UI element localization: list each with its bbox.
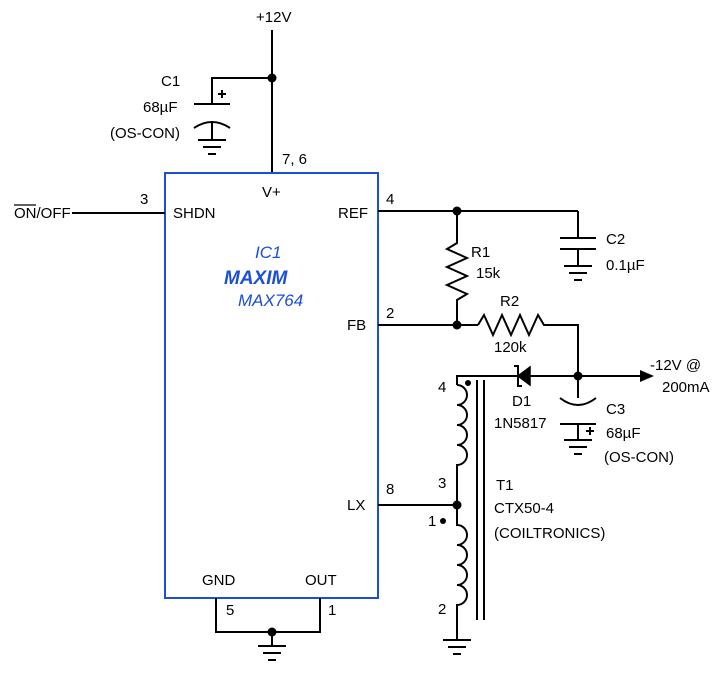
c1-type: (OS-CON) <box>110 125 180 142</box>
diode-d1 <box>514 365 640 387</box>
pin-lx-label: LX <box>347 497 365 514</box>
output-arrow <box>640 370 654 382</box>
c3-type: (OS-CON) <box>604 449 674 466</box>
c3-value: 68µF <box>606 425 641 442</box>
capacitor-c2 <box>560 211 596 281</box>
ground-symbol <box>258 632 286 661</box>
c2-value: 0.1µF <box>606 257 645 274</box>
pin-gnd-number: 5 <box>226 602 234 619</box>
r1-value: 15k <box>476 265 501 282</box>
r2-name: R2 <box>500 293 519 310</box>
capacitor-c1 <box>193 77 272 155</box>
d1-name: D1 <box>512 393 531 410</box>
t1-pin4: 4 <box>438 379 446 396</box>
ic1-body <box>164 172 379 599</box>
pin-vplus-label: V+ <box>262 184 281 201</box>
c1-name: C1 <box>161 73 180 90</box>
ic1-ref: IC1 <box>255 243 281 262</box>
t1-pin3: 3 <box>438 475 446 492</box>
pin-gnd-label: GND <box>202 572 236 589</box>
t1-pin1: 1 <box>428 513 436 530</box>
r1-name: R1 <box>471 244 490 261</box>
supply-label: +12V <box>256 9 291 26</box>
output-voltage: -12V @ <box>650 357 701 374</box>
maxim-logo: MAXIM <box>224 268 289 289</box>
resistor-r1 <box>444 211 470 325</box>
pin-shdn-number: 3 <box>140 191 148 208</box>
c1-value: 68µF <box>143 99 178 116</box>
pin-lx-number: 8 <box>386 481 394 498</box>
t1-pin2: 2 <box>438 601 446 618</box>
t1-name: T1 <box>496 477 514 494</box>
r2-value: 120k <box>494 339 527 356</box>
resistor-r2 <box>477 312 579 376</box>
c3-name: C3 <box>606 401 625 418</box>
t1-maker: (COILTRONICS) <box>494 525 605 542</box>
fb-junction <box>452 320 462 330</box>
pin-fb-label: FB <box>347 317 366 334</box>
c2-name: C2 <box>606 231 625 248</box>
t1-part: CTX50-4 <box>494 500 554 517</box>
d1-part: 1N5817 <box>494 415 547 432</box>
ic1-part: MAX764 <box>238 291 303 310</box>
pin-fb-number: 2 <box>386 305 394 322</box>
pin-out-label: OUT <box>305 572 337 589</box>
transformer-t1 <box>440 375 485 655</box>
capacitor-c3 <box>559 376 597 455</box>
onoff-label: ON/OFF <box>14 205 71 222</box>
pin-ref-label: REF <box>338 205 368 222</box>
output-current: 200mA <box>662 379 710 396</box>
pin-vplus-number: 7, 6 <box>282 151 307 168</box>
pin-shdn-label: SHDN <box>173 205 216 222</box>
pin-out-number: 1 <box>328 602 336 619</box>
pin-ref-number: 4 <box>386 191 394 208</box>
